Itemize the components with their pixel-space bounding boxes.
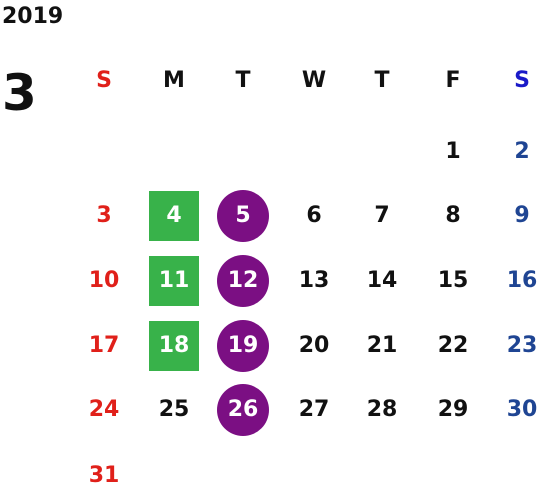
day-cell-4[interactable]: 4 [166,203,182,228]
day-cell-3[interactable]: 3 [96,203,112,228]
weekday-header-thu: T [374,68,390,93]
day-cell-11[interactable]: 11 [158,268,190,293]
day-cell-23[interactable]: 23 [506,333,538,358]
day-cell-19[interactable]: 19 [227,333,259,358]
day-cell-7[interactable]: 7 [374,203,390,228]
day-cell-25[interactable]: 25 [158,397,190,422]
day-cell-20[interactable]: 20 [298,333,330,358]
day-cell-5[interactable]: 5 [235,203,251,228]
day-cell-21[interactable]: 21 [366,333,398,358]
day-cell-6[interactable]: 6 [306,203,322,228]
day-cell-31[interactable]: 31 [88,463,120,488]
day-highlight-square [149,321,199,371]
day-cell-14[interactable]: 14 [366,268,398,293]
day-cell-17[interactable]: 17 [88,333,120,358]
day-cell-22[interactable]: 22 [437,333,469,358]
day-highlight-square [149,191,199,241]
day-cell-10[interactable]: 10 [88,268,120,293]
day-cell-9[interactable]: 9 [514,203,530,228]
day-cell-2[interactable]: 2 [514,139,530,164]
weekday-header-sun: S [96,68,112,93]
day-cell-18[interactable]: 18 [158,333,190,358]
day-cell-1[interactable]: 1 [445,139,461,164]
day-cell-27[interactable]: 27 [298,397,330,422]
day-cell-29[interactable]: 29 [437,397,469,422]
weekday-header-tue: T [235,68,251,93]
day-cell-13[interactable]: 13 [298,268,330,293]
weekday-header-mon: M [163,68,185,93]
day-highlight-square [149,256,199,306]
weekday-header-wed: W [301,68,327,93]
day-cell-28[interactable]: 28 [366,397,398,422]
day-cell-24[interactable]: 24 [88,397,120,422]
day-highlight-circle [217,320,269,372]
day-highlight-circle [217,255,269,307]
day-cell-16[interactable]: 16 [506,268,538,293]
day-cell-26[interactable]: 26 [227,397,259,422]
day-highlight-circle [217,384,269,436]
day-cell-8[interactable]: 8 [445,203,461,228]
weekday-header-fri: F [445,68,461,93]
year-label: 2019 [2,4,64,29]
day-cell-15[interactable]: 15 [437,268,469,293]
weekday-header-sat: S [514,68,530,93]
day-cell-30[interactable]: 30 [506,397,538,422]
month-label: 3 [2,64,37,122]
day-highlight-circle [217,190,269,242]
day-cell-12[interactable]: 12 [227,268,259,293]
